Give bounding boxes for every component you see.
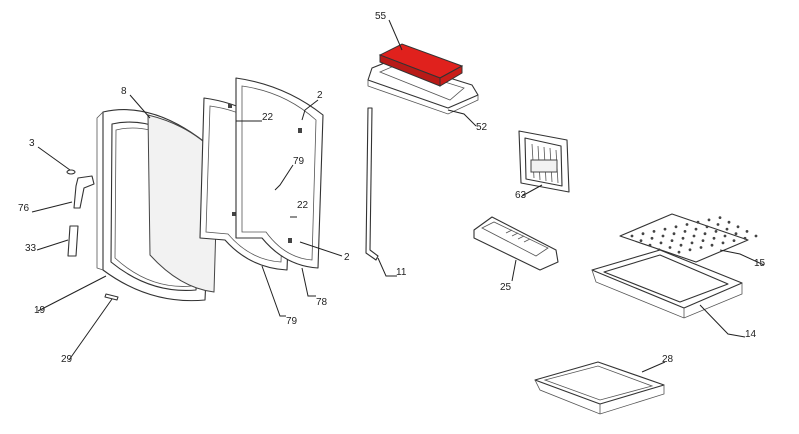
- inner-door-plate: [235, 77, 324, 269]
- label-part-14[interactable]: 14: [745, 329, 757, 340]
- drip-tray: [534, 361, 665, 415]
- label-part-11[interactable]: 11: [396, 267, 407, 278]
- label-part-29[interactable]: 29: [61, 354, 73, 365]
- label-part-79-bottom[interactable]: 79: [286, 316, 298, 327]
- label-part-25[interactable]: 25: [500, 282, 512, 293]
- door-catch: [104, 293, 119, 301]
- label-part-15[interactable]: 15: [754, 258, 766, 269]
- label-part-3[interactable]: 3: [29, 138, 35, 149]
- label-part-79-top[interactable]: 79: [293, 156, 305, 167]
- baffle-brick-highlighted[interactable]: [378, 43, 464, 87]
- label-part-8[interactable]: 8: [121, 86, 127, 97]
- label-part-22-bottom[interactable]: 22: [297, 200, 309, 211]
- label-part-19[interactable]: 19: [34, 305, 46, 316]
- operating-rod: [365, 107, 379, 261]
- door-hinge: [73, 175, 95, 209]
- label-part-22-top[interactable]: 22: [262, 112, 274, 123]
- label-part-76[interactable]: 76: [18, 203, 30, 214]
- label-part-28[interactable]: 28: [662, 354, 674, 365]
- grate-handle: [473, 216, 559, 271]
- door-seal-strip: [67, 225, 79, 257]
- label-part-52[interactable]: 52: [476, 122, 488, 133]
- leader-lines: [31, 19, 765, 373]
- label-part-33[interactable]: 33: [25, 243, 37, 254]
- perforated-grate: [619, 213, 758, 263]
- ash-pan: [591, 249, 743, 319]
- part-number-labels: 55 8 2 22 52 3 79 63 76 22 33 2 15 11 25…: [18, 11, 766, 365]
- air-vent: [518, 130, 570, 193]
- door-pin: [66, 169, 76, 175]
- label-part-63[interactable]: 63: [515, 190, 527, 201]
- label-part-2-top[interactable]: 2: [317, 90, 323, 101]
- label-part-78[interactable]: 78: [316, 297, 328, 308]
- label-part-2-bottom[interactable]: 2: [344, 252, 350, 263]
- label-part-55[interactable]: 55: [375, 11, 387, 22]
